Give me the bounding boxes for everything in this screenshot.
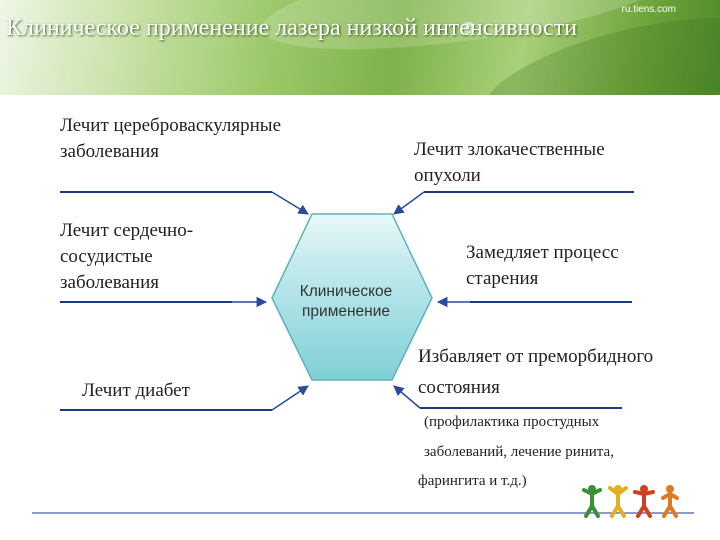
arrow-right-top: [393, 191, 425, 215]
item-right-bottom: Избавляет от преморбидного состояния: [418, 346, 654, 398]
note-line-1: (профилактика простудных: [424, 414, 600, 430]
item-left-mid: Лечит сердечно-сосудистые заболевания: [60, 220, 194, 293]
item-right-mid: Замедляет процесс старения: [466, 242, 619, 289]
arrow-left-top: [271, 191, 309, 215]
item-left-top: Лечит цереброваскулярные заболевания: [60, 115, 281, 162]
figure-yellow-icon: [608, 485, 628, 518]
header-banner: ru.tiens.com Клиническое применение лазе…: [0, 0, 720, 95]
people-figures-logo: [582, 485, 679, 518]
slide-title: Клиническое применение лазера низкой инт…: [6, 15, 578, 41]
arrow-right-bottom: [393, 385, 421, 409]
item-right-top: Лечит злокачественные опухоли: [414, 139, 605, 186]
site-url: ru.tiens.com: [621, 4, 676, 15]
center-label: Клиническое применение: [299, 283, 393, 320]
note-line-3: фарингита и т.д.): [418, 473, 527, 489]
figure-orange-icon: [661, 485, 679, 518]
note-line-2: заболеваний, лечение ринита,: [424, 444, 614, 460]
figure-green-icon: [582, 485, 602, 518]
arrow-left-bottom: [271, 385, 309, 411]
figure-red-icon: [633, 485, 655, 518]
center-hexagon: [271, 213, 433, 381]
item-left-bottom: Лечит диабет: [82, 380, 190, 401]
water-droplet: [462, 22, 476, 36]
